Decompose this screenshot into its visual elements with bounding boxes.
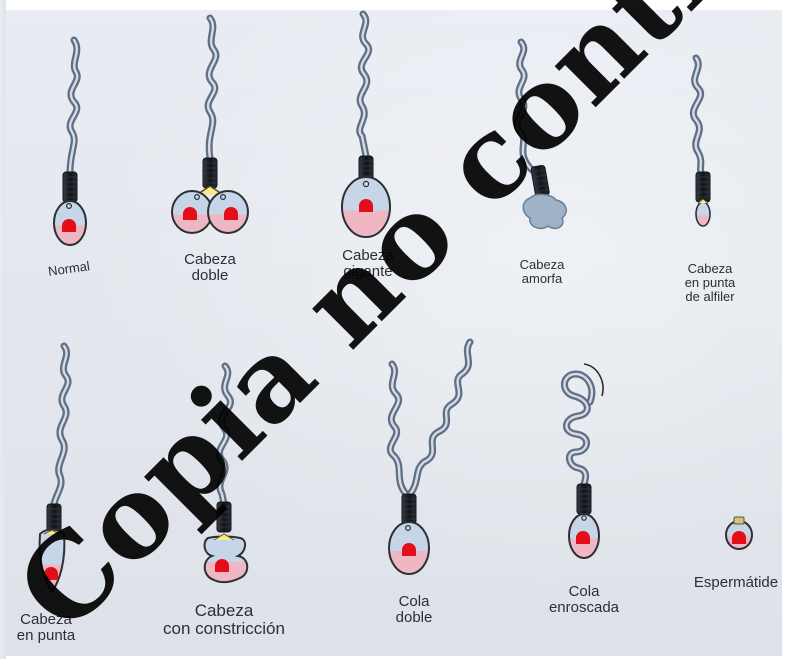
- label-cabeza-doble: Cabeza doble: [170, 252, 250, 284]
- sperm-cabeza-en-punta: [40, 346, 68, 592]
- label-cola-doble: Cola doble: [378, 594, 450, 626]
- label-espermatide: Espermátide: [688, 575, 784, 591]
- label-cola-enroscada: Cola enroscada: [536, 584, 632, 616]
- sperm-cabeza-amorfa: [517, 42, 566, 228]
- sperm-cola-doble: [389, 342, 470, 574]
- label-cabeza-en-punta: Cabeza en punta: [10, 612, 82, 644]
- label-cabeza-gigante: Cabeza gigante: [328, 248, 408, 280]
- label-cabeza-amorfa: Cabeza amorfa: [504, 258, 580, 286]
- sperm-cabeza-punta-alfiler: [693, 58, 710, 226]
- sperm-cola-enroscada: [564, 364, 603, 558]
- sperm-cabeza-constriccion: [205, 366, 248, 582]
- spermatid: [726, 517, 752, 549]
- sperm-normal: [54, 40, 86, 245]
- sperm-cabeza-doble: [172, 18, 248, 233]
- sperm-cabeza-gigante: [342, 14, 390, 237]
- label-cabeza-con-constriccion: Cabeza con constricción: [146, 602, 302, 639]
- label-cabeza-en-punta-de-alfiler: Cabeza en punta de alfiler: [670, 262, 750, 304]
